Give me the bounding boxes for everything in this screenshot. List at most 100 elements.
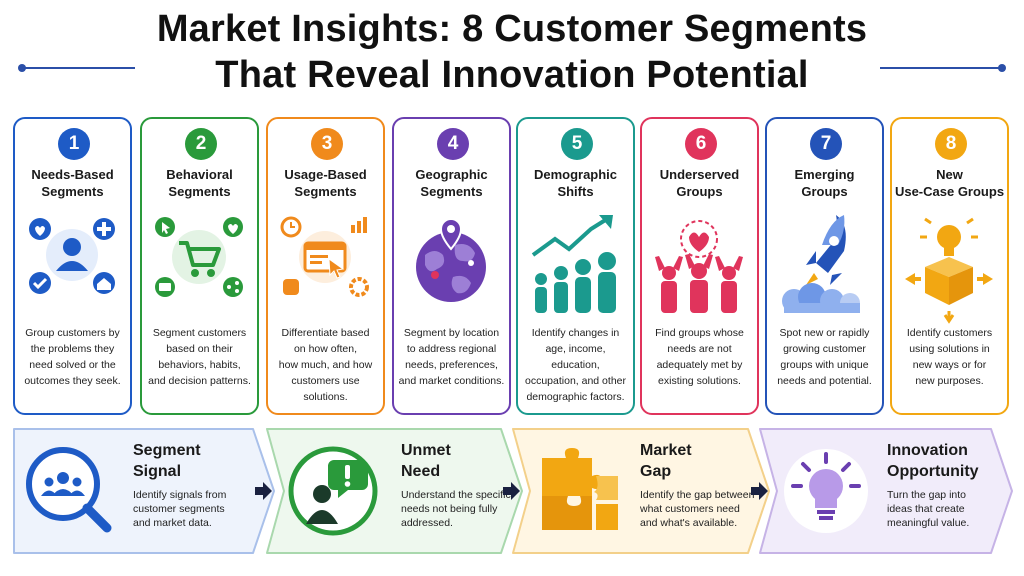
growth-people-icon xyxy=(531,215,616,313)
card-title-line-2: Segments xyxy=(168,184,231,199)
flow-step-innovation-opportunity: Innovation Opportunity Turn the gap into… xyxy=(759,428,1013,554)
card-number-badge: 5 xyxy=(561,128,593,160)
arrow-right-icon xyxy=(503,482,520,500)
segment-card-new-use-case: 8 New Use-Case Groups Identify customers… xyxy=(890,117,1009,415)
desc-line: needs are not xyxy=(667,343,732,355)
segment-card-behavioral: 2 Behavioral Segments Segment customers … xyxy=(140,117,259,415)
desc-line: Differentiate based xyxy=(281,327,370,339)
card-title-line-1: Geographic xyxy=(415,167,488,182)
page-title: Market Insights: 8 Customer Segments Tha… xyxy=(0,6,1024,98)
card-description: Differentiate based on how often, how mu… xyxy=(271,325,380,405)
card-title: Behavioral Segments xyxy=(144,166,255,200)
desc-line: Identify the gap between xyxy=(640,489,755,501)
title-line-1: Market Insights: 8 Customer Segments xyxy=(156,8,868,50)
card-description: Spot new or rapidly growing customer gro… xyxy=(770,325,879,389)
title-divider-right xyxy=(880,64,1006,72)
card-title-line-2: Groups xyxy=(801,184,848,199)
desc-line: adequately met by xyxy=(656,359,743,371)
desc-line: outcomes they seek. xyxy=(24,375,121,387)
card-title-line-1: Underserved xyxy=(659,167,740,182)
card-title-line-2: Segments xyxy=(294,184,357,199)
card-title: Underserved Groups xyxy=(644,166,755,200)
puzzle-icon xyxy=(542,448,618,530)
card-title-line-2: Segments xyxy=(41,184,104,199)
desc-line: Identify signals from xyxy=(133,489,227,501)
shopping-cart-icon xyxy=(155,217,243,297)
desc-line: customers use solutions. xyxy=(291,375,360,403)
user-network-icon xyxy=(29,218,115,294)
segment-card-emerging: 7 Emerging Groups Spot new or rapidly gr… xyxy=(765,117,884,415)
title-divider-left xyxy=(18,64,135,72)
flow-step-unmet-need: Unmet Need Understand the specific needs… xyxy=(266,428,523,554)
insight-flow: Segment Signal Identify signals from cus… xyxy=(13,428,1013,554)
card-title: Needs-Based Segments xyxy=(17,166,128,200)
card-title-line-1: Usage-Based xyxy=(284,167,367,182)
magnifier-group-icon xyxy=(26,447,112,533)
card-description: Find groups whose needs are not adequate… xyxy=(645,325,754,389)
card-number-badge: 2 xyxy=(185,128,217,160)
card-title-line-2: Use-Case Groups xyxy=(894,184,1005,199)
flow-title-line-1: Market xyxy=(640,442,692,459)
desc-line: demographic factors. xyxy=(526,391,625,403)
person-alert-icon xyxy=(288,446,378,536)
flow-title-line-2: Signal xyxy=(133,463,182,480)
desc-line: Segment by location xyxy=(403,327,500,339)
card-description: Identify customers using solutions in ne… xyxy=(895,325,1004,389)
desc-line: and market conditions. xyxy=(398,375,505,387)
desc-line: needs, preferences, xyxy=(405,359,498,371)
desc-line: Segment customers xyxy=(152,327,247,339)
desc-line: and decision patterns. xyxy=(148,375,251,387)
card-description: Segment by location to address regional … xyxy=(397,325,506,389)
card-title: Usage-Based Segments xyxy=(270,166,381,200)
desc-line: behaviors, habits, xyxy=(158,359,241,371)
card-number-badge: 3 xyxy=(311,128,343,160)
card-title-line-2: Shifts xyxy=(557,184,594,199)
lightbulb-icon xyxy=(784,449,868,533)
desc-line: Understand the specific xyxy=(401,489,511,501)
desc-line: needs not being fully xyxy=(401,503,498,515)
segment-card-geographic: 4 Geographic Segments Segment by locatio… xyxy=(392,117,511,415)
card-title-line-2: Segments xyxy=(420,184,483,199)
desc-line: Spot new or rapidly xyxy=(779,327,870,339)
segment-cards: 1 Needs-Based Segments Group customers b… xyxy=(13,117,1013,415)
flow-title-line-1: Unmet xyxy=(401,442,451,459)
card-title-line-1: Behavioral xyxy=(166,167,233,182)
desc-line: age, income, education, xyxy=(545,343,606,371)
flow-title-line-1: Innovation xyxy=(887,442,968,459)
flow-step-description: Understand the specific needs not being … xyxy=(401,488,511,530)
card-number-badge: 8 xyxy=(935,128,967,160)
desc-line: new ways or for xyxy=(912,359,987,371)
desc-line: Turn the gap into xyxy=(887,489,966,501)
card-title: Demographic Shifts xyxy=(520,166,631,200)
lightbulb-box-icon xyxy=(905,217,993,324)
desc-line: based on their xyxy=(166,343,233,355)
segment-card-needs-based: 1 Needs-Based Segments Group customers b… xyxy=(13,117,132,415)
desc-line: and market data. xyxy=(133,517,212,529)
desc-line: using solutions in xyxy=(909,343,990,355)
desc-line: how much, and how xyxy=(278,359,373,371)
desc-line: on how often, xyxy=(293,343,358,355)
desc-line: customer segments xyxy=(133,503,225,515)
desc-line: growing customer xyxy=(783,343,866,355)
rocket-icon xyxy=(782,215,860,313)
flow-step-title: Market Gap xyxy=(640,440,692,482)
desc-line: to address regional xyxy=(406,343,497,355)
desc-line: new purposes. xyxy=(915,375,984,387)
desc-line: existing solutions. xyxy=(658,375,741,387)
card-title-line-1: Needs-Based xyxy=(31,167,114,182)
card-number-badge: 6 xyxy=(685,128,717,160)
card-description: Segment customers based on their behavio… xyxy=(145,325,254,389)
segment-card-underserved: 6 Underserved Groups Find groups whose n… xyxy=(640,117,759,415)
segment-card-demographic: 5 Demographic Shifts Identify changes in… xyxy=(516,117,635,415)
desc-line: meaningful value. xyxy=(887,517,970,529)
segment-card-usage-based: 3 Usage-Based Segments Differentiate bas… xyxy=(266,117,385,415)
flow-title-line-2: Need xyxy=(401,463,441,480)
globe-pin-icon xyxy=(416,217,486,302)
card-number-badge: 4 xyxy=(437,128,469,160)
flow-step-market-gap: Market Gap Identify the gap between what… xyxy=(512,428,770,554)
desc-line: Identify changes in xyxy=(531,327,620,339)
flow-title-line-2: Gap xyxy=(640,463,672,480)
desc-line: occupation, and other xyxy=(525,375,626,387)
title-line-2: That Reveal Innovation Potential xyxy=(215,54,809,96)
desc-line: Group customers by xyxy=(25,327,120,339)
